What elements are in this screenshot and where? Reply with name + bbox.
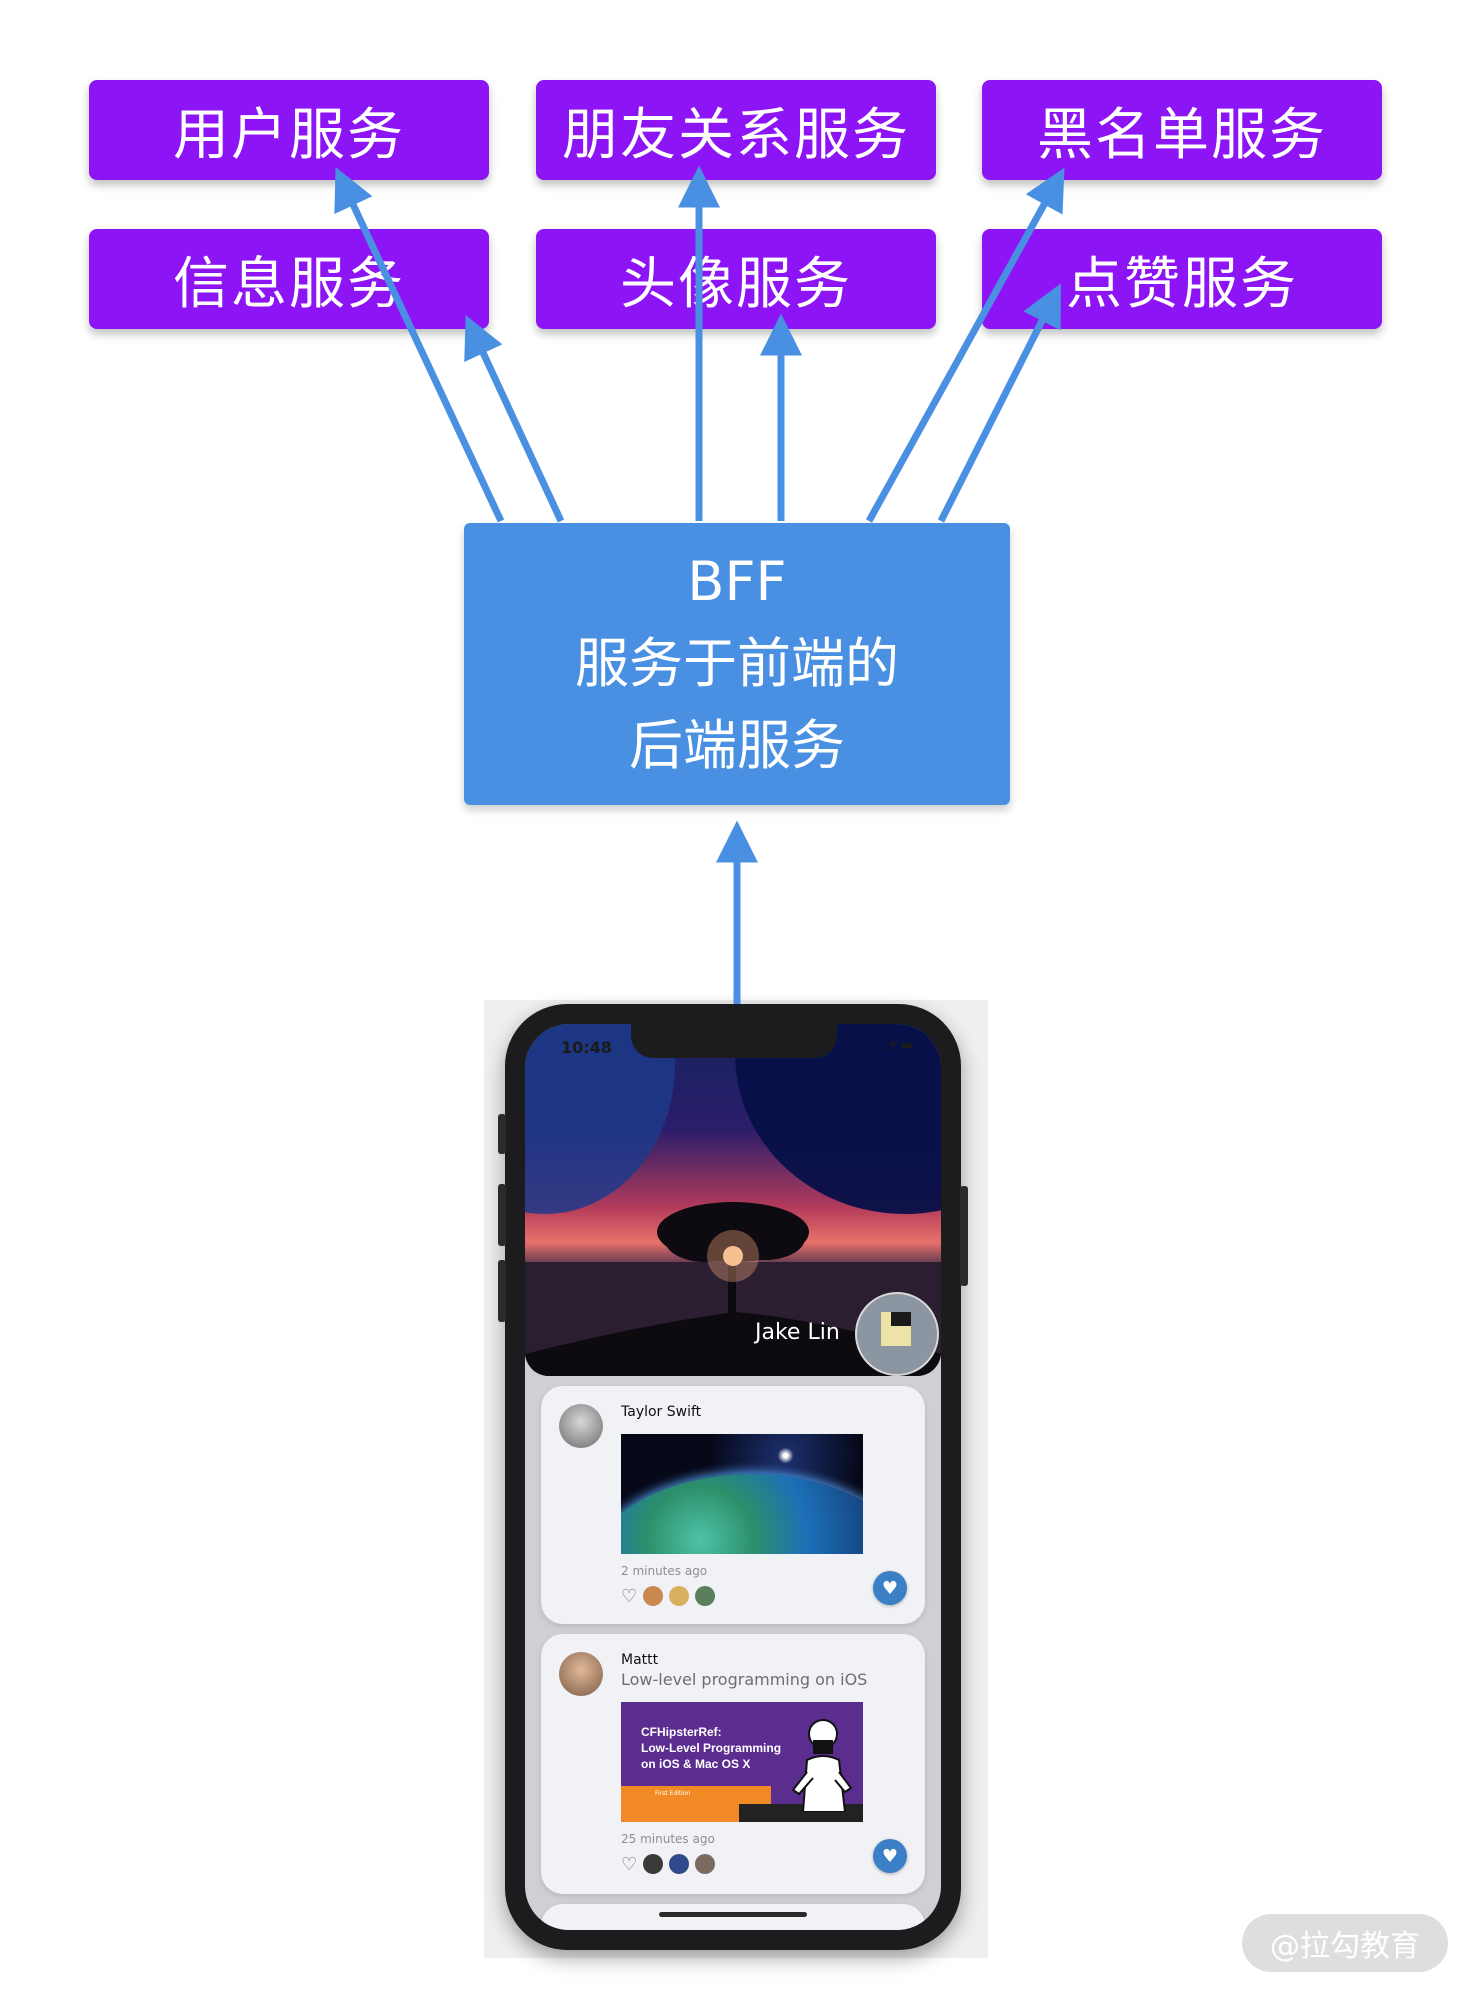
bff-line-2: 服务于前端的 xyxy=(575,632,899,695)
post-image-earth[interactable] xyxy=(621,1434,863,1554)
arrow-bff-to-like xyxy=(937,283,1061,523)
post-time: 25 minutes ago xyxy=(621,1832,715,1846)
service-like: 点赞服务 xyxy=(982,229,1382,329)
bff-line-1: BFF xyxy=(687,550,787,613)
post-author: Taylor Swift xyxy=(621,1404,702,1420)
post-subtitle: Low-level programming on iOS xyxy=(621,1670,868,1689)
earth-illustration xyxy=(621,1474,863,1554)
heart-icon: ♥ xyxy=(881,1845,899,1867)
service-message: 信息服务 xyxy=(89,229,489,329)
avatar-pixel xyxy=(891,1312,911,1326)
status-time: 10:48 xyxy=(561,1038,612,1057)
phone-side-button xyxy=(498,1260,506,1322)
book-title: CFHipsterRef: Low-Level Programming on i… xyxy=(641,1725,782,1771)
post-card[interactable]: Mattt Low-level programming on iOS CFHip… xyxy=(541,1634,925,1894)
likes-row: ♡ xyxy=(621,1584,716,1608)
battery-icon: ▬ xyxy=(900,1038,913,1053)
heart-outline-icon[interactable]: ♡ xyxy=(621,1853,638,1875)
book-edition-badge: First Edition xyxy=(655,1790,691,1797)
service-blacklist: 黑名单服务 xyxy=(982,80,1382,180)
phone-side-button xyxy=(960,1186,968,1286)
liker-avatar xyxy=(669,1854,690,1874)
home-indicator xyxy=(659,1912,807,1917)
phone-screen: 10:48 ◔ ▬ Jake Lin Taylor Swift 2 minute… xyxy=(525,1024,941,1930)
likes-row: ♡ xyxy=(621,1852,716,1876)
profile-header-image: 10:48 ◔ ▬ Jake Lin xyxy=(525,1024,941,1376)
profile-name: Jake Lin xyxy=(755,1320,840,1345)
status-icons: ◔ ▬ xyxy=(885,1038,913,1053)
author-avatar[interactable] xyxy=(559,1404,603,1448)
bff-box: BFF 服务于前端的 后端服务 xyxy=(464,523,1010,805)
post-author: Mattt xyxy=(621,1652,659,1668)
tree-sunset-illustration xyxy=(525,1024,941,1376)
liker-avatar xyxy=(643,1586,664,1606)
watermark: @拉勾教育 xyxy=(1242,1914,1448,1972)
liker-avatar xyxy=(695,1854,716,1874)
liker-avatar xyxy=(643,1854,664,1874)
heart-icon: ♥ xyxy=(881,1577,899,1599)
book-stripe xyxy=(621,1786,771,1790)
heart-outline-icon[interactable]: ♡ xyxy=(621,1585,638,1607)
post-card[interactable]: Taylor Swift 2 minutes ago ♡ ♥ xyxy=(541,1386,925,1624)
profile-avatar[interactable] xyxy=(855,1292,939,1376)
phone-notch xyxy=(631,1024,837,1058)
service-friends: 朋友关系服务 xyxy=(536,80,936,180)
service-user: 用户服务 xyxy=(89,80,489,180)
hipster-figure-illustration xyxy=(791,1719,853,1812)
wifi-icon: ◔ xyxy=(885,1038,897,1053)
phone-side-button xyxy=(498,1184,506,1246)
post-card[interactable] xyxy=(541,1904,925,1930)
liker-avatar xyxy=(695,1586,716,1606)
service-avatar: 头像服务 xyxy=(536,229,936,329)
author-avatar[interactable] xyxy=(559,1652,603,1696)
phone-mockup: 10:48 ◔ ▬ Jake Lin Taylor Swift 2 minute… xyxy=(498,1004,968,1950)
post-image-book[interactable]: CFHipsterRef: Low-Level Programming on i… xyxy=(621,1702,863,1822)
phone-side-button xyxy=(498,1114,506,1154)
arrow-bff-to-message xyxy=(464,315,565,523)
liker-avatar xyxy=(669,1586,690,1606)
bff-line-3: 后端服务 xyxy=(629,714,845,777)
like-button[interactable]: ♥ xyxy=(873,1571,907,1605)
like-button[interactable]: ♥ xyxy=(873,1839,907,1873)
post-time: 2 minutes ago xyxy=(621,1564,708,1578)
